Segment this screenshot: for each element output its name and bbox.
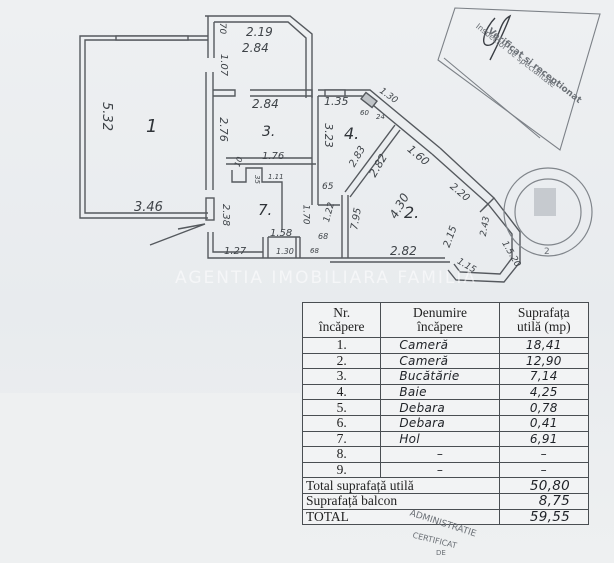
dim-hall-b: 1.11 [268,173,284,181]
cell-name: – [380,446,500,463]
dim-hall-c: 35 [252,175,261,184]
cell-nr: 4. [301,383,382,401]
cell-name: Cameră [380,352,500,370]
stamp-bottom-line3: DE [436,549,446,557]
cell-area: 18,41 [498,337,590,354]
total-usable-value: 50,80 [498,477,590,494]
room-4-label: 4. [344,124,360,143]
cell-name: Bucătărie [380,368,500,385]
dim-top-a: 2.19 [246,25,273,39]
dim-hall-d: 65 [322,182,334,192]
cell-name: Baie [380,383,500,401]
dim-room1-height: 5.32 [98,102,114,131]
dim-room4-height: 3.23 [321,123,335,148]
cell-area: 7,14 [498,368,590,385]
cell-area: 4,25 [498,383,590,401]
table-row: 9.–– [301,461,590,479]
dim-room1-width: 3.46 [134,200,163,215]
blank-paper-area [0,393,300,563]
dim-room3-height: 2.76 [216,117,230,142]
dim-hall-j: 1.30 [276,247,294,256]
balcony-area-label: Suprafață balcon [302,492,500,510]
cell-nr: 2. [301,352,382,370]
dim-hall-h: 68 [318,232,329,241]
cell-area: 0,41 [498,414,590,432]
watermark: AGENTIA IMOBILIARA FAMILIA [175,268,478,288]
dim-hall-a: 1.70 [300,204,311,225]
dim-hall-g: 1.58 [270,228,293,239]
dim-hall-k: 68 [310,247,319,255]
room-3-label: 3. [262,124,276,140]
table-row: 8.–– [301,446,590,463]
room-1-label: 1 [146,116,158,137]
round-stamp-center: 2 [544,247,550,257]
dim-room4-small-b: 24 [376,113,385,121]
cell-area: – [498,446,590,463]
grand-total-value: 59,55 [498,508,590,526]
floor-plan: 1 2. 3. 4. 7. 5.32 3.46 2.19 2.84 70 1.0… [79,7,601,288]
balcony-area-value: 8,75 [498,492,590,510]
cell-name: Hol [380,430,500,448]
cell-area: 6,91 [498,430,590,448]
cell-nr: 5. [301,399,382,416]
header-nr: Nr.încăpere [301,302,382,338]
cell-nr: 3. [301,368,382,385]
dim-top-side-b: 70 [217,22,228,35]
dim-room4-width: 1.35 [324,95,349,108]
total-usable-label: Total suprafață utilă [302,477,500,494]
dim-top-side-a: 1.07 [218,53,230,77]
dim-room2-bottom: 2.82 [390,244,417,258]
cell-nr: 7. [301,430,382,448]
dim-hall-f: 2.38 [220,203,232,227]
cell-name: – [380,461,500,479]
cell-name: Cameră [380,337,500,354]
cell-area: 12,90 [498,352,590,370]
dim-room4-small-a: 60 [360,109,369,117]
room-7-label: 7. [258,201,273,219]
room-2-label: 2. [404,203,420,222]
dim-top-b: 2.84 [242,41,269,55]
grand-total-label: TOTAL [302,508,500,526]
cell-nr: 6. [301,414,382,432]
cell-nr: 1. [301,337,382,354]
cell-area: 0,78 [498,399,590,416]
cell-name: Debara [380,399,500,416]
cell-nr: 9. [301,461,382,479]
dim-hall-i: 1.27 [224,246,247,257]
cell-area: – [498,461,590,479]
cell-name: Debara [380,414,500,432]
floor-plan-walls [79,7,601,283]
cell-nr: 8. [301,446,382,463]
dim-room3-bottom: 1.76 [262,151,285,162]
dim-room3-width: 2.84 [252,97,279,111]
